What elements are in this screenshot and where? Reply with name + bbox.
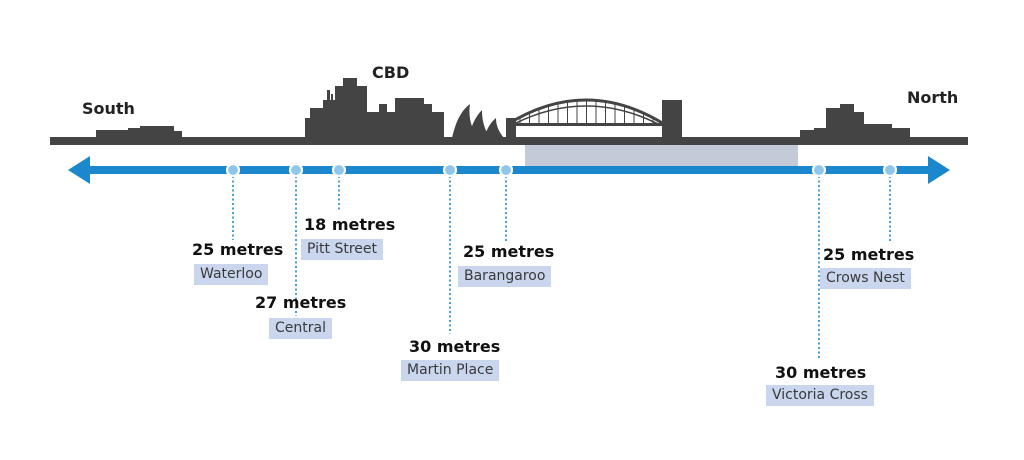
region-label-south: South [82, 99, 135, 118]
station-dot-crows-nest [882, 162, 898, 178]
station-dots [225, 162, 898, 178]
depth-label-martin-place: 30 metres [409, 337, 501, 356]
depth-label-crows-nest: 25 metres [823, 245, 915, 264]
depth-label-victoria-cross: 30 metres [775, 363, 867, 382]
depth-label-waterloo: 25 metres [192, 240, 284, 259]
station-name-waterloo: Waterloo [194, 264, 269, 285]
station-name-crows-nest: Crows Nest [820, 268, 911, 289]
harbour-tunnel-band [525, 145, 798, 167]
station-dot-waterloo [225, 162, 241, 178]
depth-label-barangaroo: 25 metres [463, 242, 555, 261]
station-dot-central [288, 162, 304, 178]
region-label-north: North [907, 88, 959, 107]
station-dot-pitt-street [331, 162, 347, 178]
station-name-central: Central [269, 318, 332, 339]
station-name-victoria-cross: Victoria Cross [766, 385, 874, 406]
region-label-cbd: CBD [372, 63, 410, 82]
station-dot-victoria-cross [811, 162, 827, 178]
arrow-left-icon [68, 156, 90, 184]
station-dot-barangaroo [498, 162, 514, 178]
station-name-barangaroo: Barangaroo [458, 266, 552, 287]
station-dot-martin-place [442, 162, 458, 178]
arrow-right-icon [928, 156, 950, 184]
depth-label-central: 27 metres [255, 293, 347, 312]
depth-label-pitt-street: 18 metres [304, 215, 396, 234]
station-name-pitt-street: Pitt Street [301, 239, 383, 260]
station-name-martin-place: Martin Place [401, 360, 500, 381]
sydney-skyline [96, 78, 910, 138]
ground-strip [50, 137, 968, 145]
station-leaders [232, 176, 891, 360]
